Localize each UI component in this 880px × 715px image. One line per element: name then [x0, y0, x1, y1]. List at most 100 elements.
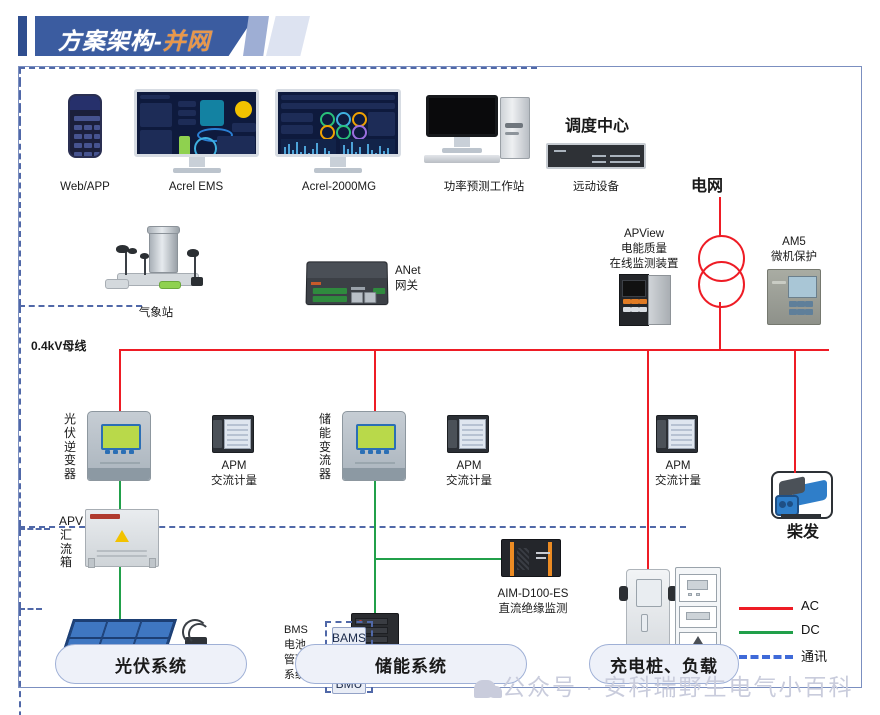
label-bms-l1: BMS [284, 624, 308, 636]
label-apm-pv-line1: APM [221, 460, 247, 472]
legend-swatch-dc [739, 631, 793, 634]
comm-pv-inverter-v [19, 530, 861, 608]
workstation-tower [500, 97, 530, 159]
ac-drop-pv-inverter [119, 349, 121, 415]
label-am5-line2: 微机保护 [771, 251, 817, 263]
label-aim-line2: 直流绝缘监测 [498, 603, 568, 615]
label-apview-line1: APView [623, 228, 665, 240]
ac-grid-riser-top [719, 197, 721, 237]
label-bms-l2: 电池 [284, 638, 306, 651]
label-weather-station: 气象站 [138, 307, 174, 319]
pill-load-system-label: 充电桩、负载 [610, 656, 718, 676]
comm-riser-gateway [19, 134, 861, 305]
watermark-text: 公众号 · 安科瑞野生电气小百科 [502, 674, 854, 700]
label-apview-line2: 电能质量 [621, 243, 667, 255]
rtu-device-icon [546, 143, 646, 169]
pill-pv-system[interactable]: 光伏系统 [55, 644, 247, 684]
dc-combiner-to-panels [119, 567, 121, 627]
watermark: 公众号 · 安科瑞野生电气小百科 [474, 668, 853, 702]
mg-screen [275, 89, 401, 157]
diagram-card: Web/APP Acrel EMS [18, 66, 862, 715]
label-acrel-2000mg: Acrel-2000MG [301, 181, 377, 193]
label-web-app: Web/APP [60, 181, 110, 193]
ac-drop-charging-pile [647, 349, 649, 571]
diesel-generator-icon [771, 471, 833, 519]
ac-drop-diesel [794, 349, 796, 473]
pill-load-system[interactable]: 充电桩、负载 [589, 644, 739, 684]
comm-drop-webapp [19, 69, 861, 82]
legend-label-comm: 通讯 [801, 649, 828, 664]
comm-weather-v [19, 307, 861, 425]
comm-drop-2000mg [19, 95, 861, 108]
comm-combiner-h [19, 608, 42, 610]
label-apm-load-line1: APM [665, 460, 691, 472]
label-pv-inverter: 光伏逆变器 [63, 412, 76, 482]
apm-meter-pv-icon [212, 415, 254, 453]
label-grid: 电网 [690, 178, 723, 195]
label-apm-pv-line2: 交流计量 [211, 475, 257, 487]
legend: AC DC 通讯 [739, 597, 847, 669]
ac-grid-riser-bottom [719, 302, 721, 350]
dc-inverter-to-combiner [119, 481, 121, 513]
comm-weather-h [19, 305, 142, 307]
ess-pcs-icon [342, 411, 406, 481]
label-busbar: 0.4kV母线 [31, 339, 87, 353]
comm-bus-lower [19, 526, 686, 528]
label-ess-pcs: 储能变流器 [318, 412, 331, 482]
label-diesel: 柴发 [786, 524, 819, 541]
ems-screen [134, 89, 259, 157]
ac-drop-ess-pcs [374, 349, 376, 415]
distribution-cabinet-icon [675, 567, 721, 655]
legend-swatch-ac [739, 607, 793, 610]
label-power-forecast-ws: 功率预测工作站 [443, 181, 525, 193]
label-rtu: 远动设备 [573, 181, 619, 193]
pill-pv-system-label: 光伏系统 [115, 656, 187, 676]
aim-d100-es-icon [501, 539, 561, 577]
label-apview-line3: 在线监测装置 [609, 258, 679, 270]
comm-pv-inverter-h [19, 528, 50, 530]
bms-item-bams: BAMS [332, 627, 366, 648]
label-apm-ess-line2: 交流计量 [446, 475, 492, 487]
wechat-icon [474, 680, 502, 698]
power-forecast-workstation-icon [424, 95, 544, 167]
label-apm-load-line2: 交流计量 [655, 475, 701, 487]
label-anet-line1: ANet [395, 265, 421, 277]
label-dispatch-center: 调度中心 [564, 118, 629, 135]
comm-bus-top [19, 67, 537, 69]
pill-ess-system[interactable]: 储能系统 [295, 644, 527, 684]
page-title-main: 方案架构- [58, 28, 163, 54]
charging-pile-icon [619, 569, 677, 653]
weather-station-icon [99, 226, 219, 301]
page-title: 方案架构-并网 [58, 22, 211, 56]
page-title-accent: 并网 [162, 28, 211, 54]
phone-statusbar [70, 96, 100, 110]
transformer-coil-lower [698, 261, 745, 308]
dc-pcs-to-battery [374, 481, 376, 617]
label-acrel-ems: Acrel EMS [168, 181, 224, 193]
comm-drop-rtu [19, 121, 861, 134]
legend-item-comm: 通讯 [739, 645, 847, 669]
web-app-phone-icon [68, 94, 102, 158]
legend-label-dc: DC [801, 622, 820, 637]
comm-apview-riser [19, 425, 861, 474]
comm-am5-riser [19, 474, 861, 526]
comm-drop-ems [19, 82, 861, 95]
pill-ess-system-label: 储能系统 [375, 656, 447, 676]
label-aim-line1: AIM-D100-ES [497, 588, 569, 600]
banner-slab-light [266, 16, 310, 56]
legend-item-dc: DC [739, 621, 847, 645]
apm-meter-ess-icon [447, 415, 489, 453]
ac-busbar-0-4kv [119, 349, 829, 351]
banner-slab-primary [35, 16, 255, 56]
am5-relay-icon [767, 269, 821, 325]
label-anet-line2: 网关 [395, 280, 418, 292]
label-am5-line1: AM5 [782, 236, 806, 248]
acrel-2000mg-monitor-icon [275, 89, 401, 173]
apv-combiner-box-icon [85, 509, 159, 568]
apview-device-icon [619, 274, 671, 326]
legend-label-ac: AC [801, 598, 820, 613]
legend-swatch-comm [739, 655, 793, 659]
workstation-keyboard [424, 155, 500, 163]
